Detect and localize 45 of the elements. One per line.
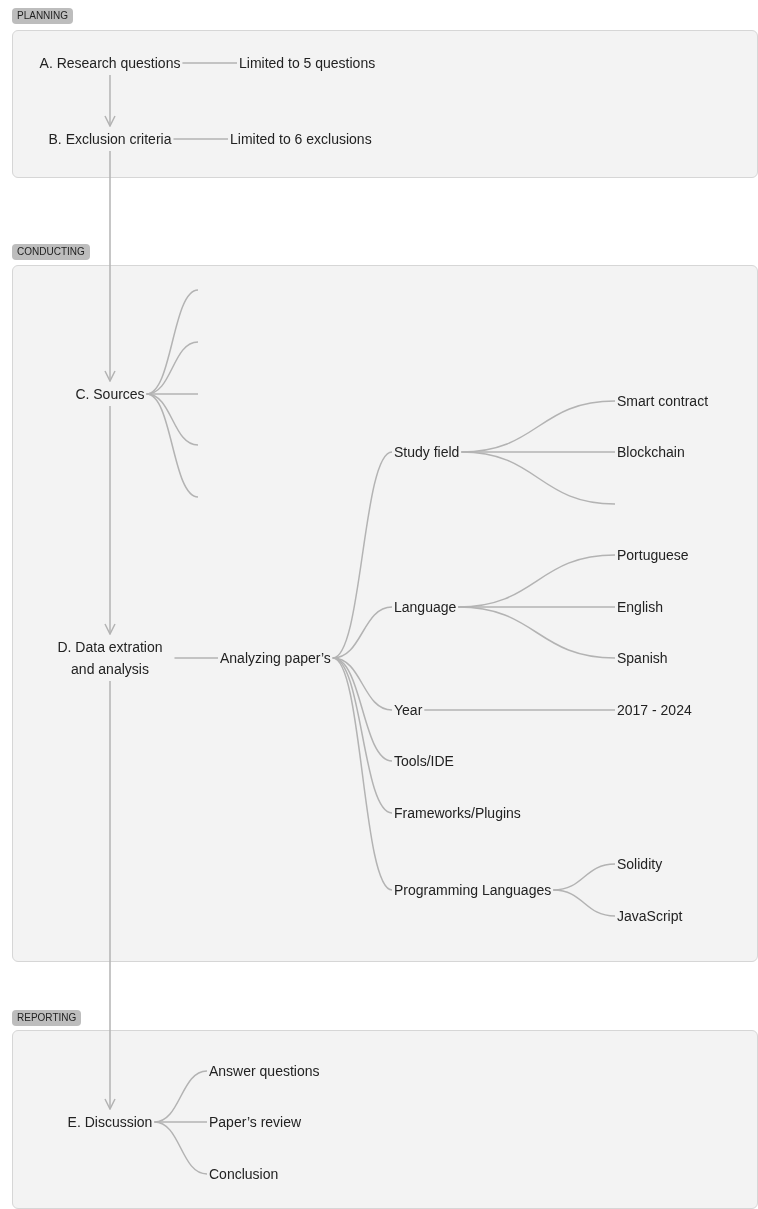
node-label: Year [394,699,423,721]
arrow [104,680,116,1110]
node-label: Blockchain [617,441,685,463]
connector-line [173,657,219,659]
node-label: Frameworks/Plugins [394,802,521,824]
node-label: Tools/IDE [394,750,454,772]
arrow [104,150,116,382]
node-label: Portuguese [617,544,689,566]
section-label: PLANNING [12,8,74,24]
node-label: E. Discussion [67,1111,153,1133]
connector-line [332,657,393,762]
connector-line [423,709,616,711]
connector-line [332,451,393,659]
connector-line [181,62,238,64]
node-label: Analyzing paper’s [220,647,331,669]
connector-line [172,138,229,140]
connector-line [552,889,616,917]
connector-line [332,657,393,891]
node-label: English [617,596,663,618]
node-label: 2017 - 2024 [617,699,692,721]
arrow [104,405,116,635]
connector-line [153,1121,208,1175]
node-label: JavaScript [617,905,683,927]
node-label: Solidity [617,853,663,875]
connector-line [145,393,199,498]
section-label: REPORTING [12,1010,82,1026]
node-label: Programming Languages [394,879,552,901]
connector-line [457,606,616,659]
node-label: A. Research questions [39,52,181,74]
node-label: C. Sources [75,383,145,405]
connector-line [332,606,393,659]
node-label: Smart contract [617,390,709,412]
node-label: Study field [394,441,460,463]
node-label: Paper’s review [209,1111,302,1133]
node-label: Limited to 6 exclusions [230,128,372,150]
node-label: D. Data extration and analysis [47,636,173,680]
node-label: B. Exclusion criteria [48,128,172,150]
node-label: Limited to 5 questions [239,52,376,74]
node-label: Language [394,596,457,618]
section-label: CONDUCTING [12,244,90,260]
node-label: Answer questions [209,1060,320,1082]
node-label: Conclusion [209,1163,279,1185]
node-label: Spanish [617,647,668,669]
arrow [104,74,116,127]
connector-line [460,451,616,505]
